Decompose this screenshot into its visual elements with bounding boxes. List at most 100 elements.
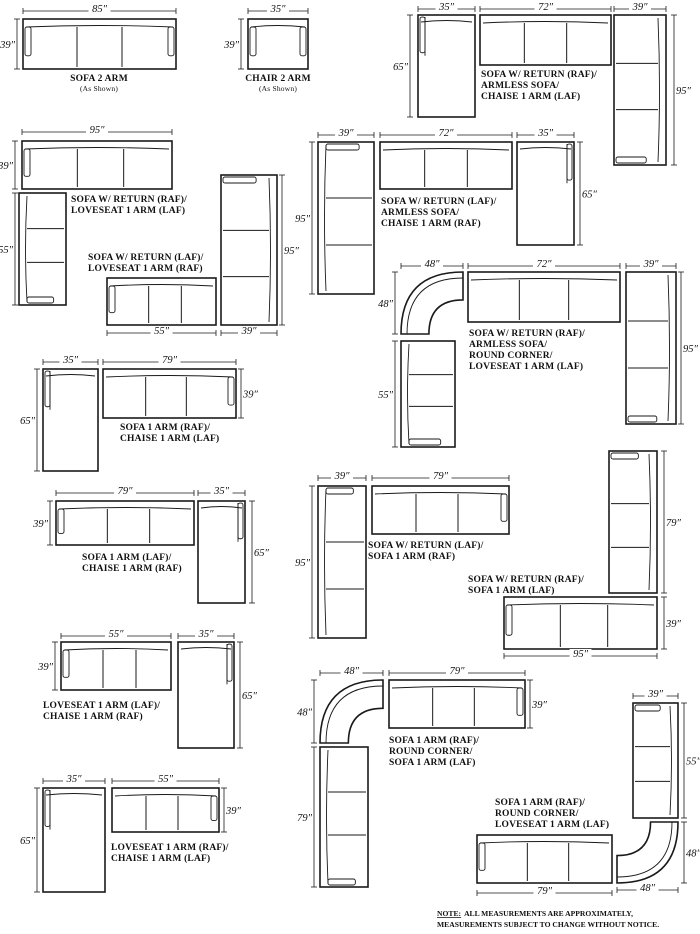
dimension-d65: 65″ bbox=[249, 500, 270, 604]
dimension-d35: 35″ bbox=[247, 4, 309, 15]
dimension-d39: 39″ bbox=[317, 471, 367, 482]
sofa-1-arm-laf-3 bbox=[319, 746, 369, 888]
dimension-label: 39″ bbox=[242, 390, 259, 401]
config-label-line: SOFA 1 ARM (RAF)/ bbox=[120, 422, 210, 433]
dimension-d79: 79″ bbox=[297, 746, 317, 888]
dimension-label: 65″ bbox=[20, 836, 36, 847]
config-label-line: LOVESEAT 1 ARM (RAF) bbox=[88, 263, 203, 274]
dimension-d79: 79″ bbox=[55, 486, 195, 497]
dimension-label: 72″ bbox=[537, 259, 553, 270]
config-label-line: ROUND CORNER/ bbox=[389, 747, 473, 757]
dimension-d65: 65″ bbox=[237, 641, 258, 749]
armless-sofa bbox=[479, 14, 612, 66]
dimension-label: 79″ bbox=[297, 813, 313, 824]
config-label-line: ARMLESS SOFA/ bbox=[481, 81, 559, 91]
round-corner-2 bbox=[319, 679, 384, 744]
dimension-d39: 39″ bbox=[220, 326, 278, 337]
dimension-label: 39″ bbox=[32, 519, 49, 530]
dimension-d39: 39″ bbox=[317, 128, 375, 139]
label-sofa-1-arm-raf-chaise-laf: SOFA 1 ARM (RAF)/CHAISE 1 ARM (LAF) bbox=[120, 422, 219, 444]
label-loveseat-laf-chaise-raf: LOVESEAT 1 ARM (LAF)/CHAISE 1 ARM (RAF) bbox=[43, 700, 160, 722]
dimension-d95: 95″ bbox=[671, 14, 692, 166]
dimension-label: 35″ bbox=[198, 629, 215, 640]
config-label-line: LOVESEAT 1 ARM (LAF) bbox=[469, 361, 583, 372]
config-label-line: LOVESEAT 1 ARM (LAF) bbox=[71, 205, 185, 216]
dimension-label: 39″ bbox=[647, 689, 664, 700]
dimension-d39: 39″ bbox=[0, 18, 20, 70]
label-sofa-return-laf-sofa-1-arm: SOFA W/ RETURN (LAF)/SOFA 1 ARM (RAF) bbox=[368, 540, 484, 562]
dimension-d39: 39″ bbox=[527, 679, 548, 729]
dimension-d95: 95″ bbox=[279, 174, 300, 326]
disclaimer-note: NOTE:ALL MEASUREMENTS ARE APPROXIMATELY,… bbox=[437, 909, 659, 929]
dimension-label: 48″ bbox=[344, 666, 360, 677]
chaise-laf-3 bbox=[42, 787, 106, 893]
dimension-d35: 35″ bbox=[516, 128, 575, 139]
dimension-d95: 95″ bbox=[678, 271, 699, 425]
config-label-line: SOFA 1 ARM (LAF)/ bbox=[82, 552, 172, 563]
chair-2-arm bbox=[247, 18, 309, 70]
label-sofa-raf-round-sofa-laf: SOFA 1 ARM (RAF)/ROUND CORNER/SOFA 1 ARM… bbox=[389, 735, 479, 768]
dimension-label: 55″ bbox=[154, 326, 170, 337]
config-label-line: SOFA W/ RETURN (RAF)/ bbox=[469, 328, 585, 339]
dimension-d55: 55″ bbox=[681, 702, 700, 819]
dimension-d79: 79″ bbox=[371, 471, 510, 482]
dimension-lines: 85″39″35″39″35″72″39″65″95″95″39″55″55″3… bbox=[0, 2, 700, 897]
dimension-label: 95″ bbox=[676, 86, 692, 97]
dimension-label: 95″ bbox=[90, 125, 106, 136]
dimension-label: 35″ bbox=[438, 2, 455, 13]
config-label-line: SOFA W/ RETURN (RAF)/ bbox=[481, 69, 597, 80]
dimension-d39: 39″ bbox=[32, 500, 53, 546]
config-sublabel: (As Shown) bbox=[80, 84, 118, 93]
dimension-label: 48″ bbox=[425, 259, 441, 270]
labels: SOFA 2 ARM(As Shown)CHAIR 2 ARM(As Shown… bbox=[43, 69, 659, 929]
dimension-label: 55″ bbox=[158, 774, 174, 785]
loveseat-laf-4 bbox=[632, 702, 679, 819]
config-label-line: CHAISE 1 ARM (LAF) bbox=[111, 853, 210, 864]
config-label-line: LOVESEAT 1 ARM (LAF) bbox=[495, 819, 609, 830]
dimension-d35: 35″ bbox=[197, 486, 246, 497]
loveseat-raf-2 bbox=[111, 787, 220, 833]
dimension-d72: 72″ bbox=[467, 259, 621, 270]
config-label-line: SOFA W/ RETURN (LAF)/ bbox=[381, 196, 497, 207]
dimension-d95: 95″ bbox=[21, 125, 173, 136]
dimension-label: 39″ bbox=[37, 662, 54, 673]
dimension-d48: 48″ bbox=[681, 821, 700, 884]
label-sofa-return-raf-sofa-1-arm: SOFA W/ RETURN (RAF)/SOFA 1 ARM (LAF) bbox=[468, 574, 584, 596]
dimension-label: 35″ bbox=[62, 355, 79, 366]
dimension-d65: 65″ bbox=[20, 787, 40, 893]
chaise-raf-3 bbox=[177, 641, 235, 749]
dimension-label: 35″ bbox=[270, 4, 287, 15]
armless-sofa-3 bbox=[467, 271, 621, 323]
loveseat-laf bbox=[18, 192, 67, 306]
sofa-1-arm-raf bbox=[102, 368, 237, 419]
dimension-label: 39″ bbox=[643, 259, 660, 270]
label-sofa-return-laf-loveseat-raf: SOFA W/ RETURN (LAF)/LOVESEAT 1 ARM (RAF… bbox=[88, 252, 203, 274]
config-label-line: SOFA W/ RETURN (LAF)/ bbox=[368, 540, 484, 551]
dimension-d55: 55″ bbox=[378, 340, 398, 448]
config-label-line: CHAISE 1 ARM (RAF) bbox=[381, 218, 481, 229]
furniture-shapes bbox=[18, 14, 679, 893]
label-sofa-return-laf-armless-chaise-raf: SOFA W/ RETURN (LAF)/ARMLESS SOFA/CHAISE… bbox=[381, 196, 497, 229]
sofa-return-raf bbox=[613, 14, 667, 166]
dimension-d72: 72″ bbox=[379, 128, 513, 139]
dimension-label: 48″ bbox=[297, 708, 313, 719]
dimension-d55: 55″ bbox=[60, 629, 172, 640]
config-label-line: SOFA W/ RETURN (RAF)/ bbox=[468, 574, 584, 585]
dimension-label: 65″ bbox=[242, 691, 258, 702]
dimension-label: 39″ bbox=[241, 326, 258, 337]
config-label-line: LOVESEAT 1 ARM (LAF)/ bbox=[43, 700, 160, 711]
config-label-line: SOFA 1 ARM (LAF) bbox=[389, 757, 476, 768]
dimension-label: 55″ bbox=[378, 390, 394, 401]
dimension-d95: 95″ bbox=[295, 141, 315, 295]
dimension-d48: 48″ bbox=[616, 883, 679, 894]
round-corner-3 bbox=[616, 821, 679, 884]
dimension-d79: 79″ bbox=[102, 355, 237, 366]
dimension-label: 39″ bbox=[223, 40, 240, 51]
dimension-d55: 55″ bbox=[106, 326, 217, 337]
config-label-line: SOFA W/ RETURN (RAF)/ bbox=[71, 194, 187, 205]
config-label-line: ROUND CORNER/ bbox=[469, 351, 553, 361]
dimension-d95: 95″ bbox=[295, 485, 315, 639]
label-sofa-return-raf-loveseat-laf: SOFA W/ RETURN (RAF)/LOVESEAT 1 ARM (LAF… bbox=[71, 194, 187, 216]
chaise-laf bbox=[417, 14, 476, 118]
